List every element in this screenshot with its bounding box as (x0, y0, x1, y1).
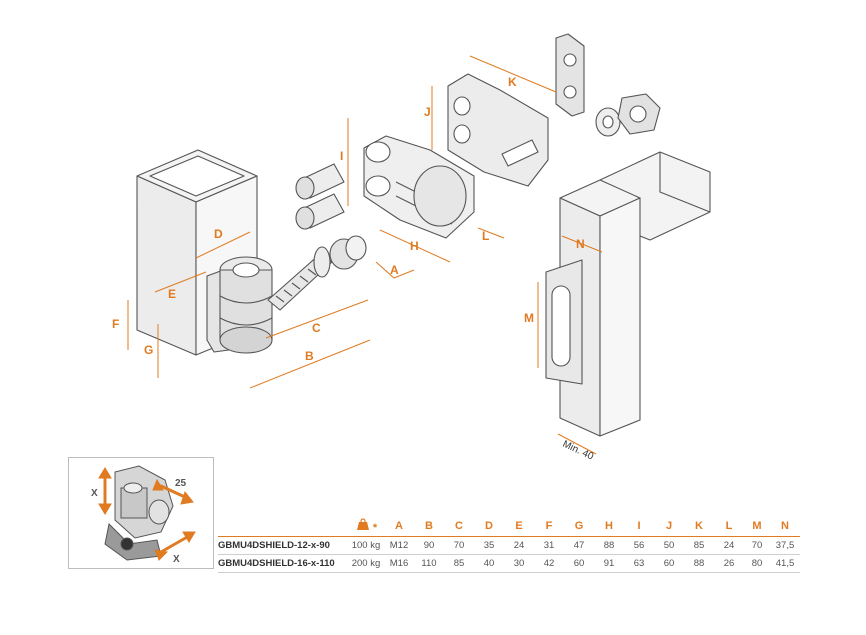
inset-x-top: X (91, 488, 98, 499)
load-asterisk: * (372, 522, 378, 534)
gate-weld-plate (545, 259, 583, 385)
hex-nut-washer (595, 93, 661, 137)
dimension-labels: A B C D E F G H I J K L M N Min. 40 (112, 75, 595, 463)
hinge-knuckle (219, 256, 273, 354)
dim-label-b: B (305, 349, 314, 363)
col-header-k: K (695, 520, 703, 532)
table-row: GBMU4DSHIELD-12-x-90 100 kg M12 90 70 35… (218, 536, 800, 555)
dim-label-i: I (340, 149, 343, 163)
min-note: Min. 40 (561, 439, 596, 463)
weight-icon (356, 518, 369, 530)
cell-j: 60 (654, 554, 684, 573)
dim-label-l: L (482, 229, 489, 243)
spec-header-row: * A B C D E F G H I J K L M N (218, 518, 800, 537)
cell-a: M16 (384, 554, 414, 573)
upper-bracket (447, 73, 549, 187)
cell-g: 60 (564, 554, 594, 573)
bolt-washer-nut (313, 235, 367, 278)
cell-b: 90 (414, 536, 444, 555)
cell-c: 85 (444, 554, 474, 573)
col-header-a: A (395, 520, 403, 532)
dim-label-h: H (410, 239, 419, 253)
dim-label-d: D (214, 227, 223, 241)
adjustment-illustration: X 25 X (91, 465, 196, 565)
dimension-lines (127, 55, 603, 455)
load-value: 100 kg (348, 536, 384, 555)
cell-d: 40 (474, 554, 504, 573)
load-header: * (348, 518, 384, 537)
col-header-b: B (425, 520, 433, 532)
cell-k: 88 (684, 554, 714, 573)
cell-m: 70 (744, 536, 770, 555)
cell-m: 80 (744, 554, 770, 573)
cell-l: 26 (714, 554, 744, 573)
cell-n: 37,5 (770, 536, 800, 555)
model-name: GBMU4DSHIELD-16-x-110 (218, 554, 348, 573)
col-header-h: H (605, 520, 613, 532)
mounting-plate (363, 135, 475, 239)
inset-x-bottom: X (173, 554, 180, 565)
col-header-e: E (515, 520, 523, 532)
col-header-n: N (781, 520, 789, 532)
slot-nut-block (555, 33, 585, 117)
dim-label-k: K (508, 75, 517, 89)
dim-label-m: M (524, 311, 534, 325)
spec-table: * A B C D E F G H I J K L M N GBMU4DSHIE… (218, 518, 800, 573)
model-header (218, 518, 348, 537)
cell-j: 50 (654, 536, 684, 555)
col-header-d: D (485, 520, 493, 532)
col-header-m: M (752, 520, 762, 532)
cell-c: 70 (444, 536, 474, 555)
cell-e: 24 (504, 536, 534, 555)
cell-n: 41,5 (770, 554, 800, 573)
col-header-j: J (665, 520, 673, 532)
col-header-f: F (545, 520, 553, 532)
cell-e: 30 (504, 554, 534, 573)
adjustment-inset: X 25 X (68, 457, 214, 569)
col-header-c: C (455, 520, 463, 532)
cell-h: 88 (594, 536, 624, 555)
col-header-l: L (725, 520, 733, 532)
cell-f: 31 (534, 536, 564, 555)
screws (295, 163, 345, 230)
cell-g: 47 (564, 536, 594, 555)
cell-h: 91 (594, 554, 624, 573)
dim-label-a: A (390, 263, 399, 277)
cell-i: 63 (624, 554, 654, 573)
table-row: GBMU4DSHIELD-16-x-110 200 kg M16 110 85 … (218, 554, 800, 573)
dim-label-f: F (112, 317, 119, 331)
col-header-g: G (574, 520, 584, 532)
cell-a: M12 (384, 536, 414, 555)
cell-b: 110 (414, 554, 444, 573)
dim-label-c: C (312, 321, 321, 335)
col-header-i: I (637, 520, 641, 532)
cell-l: 24 (714, 536, 744, 555)
dim-label-e: E (168, 287, 176, 301)
model-name: GBMU4DSHIELD-12-x-90 (218, 536, 348, 555)
load-value: 200 kg (348, 554, 384, 573)
cell-f: 42 (534, 554, 564, 573)
cell-i: 56 (624, 536, 654, 555)
dim-label-g: G (144, 343, 153, 357)
inset-angle: 25 (175, 478, 187, 489)
cell-k: 85 (684, 536, 714, 555)
cell-d: 35 (474, 536, 504, 555)
dim-label-n: N (576, 237, 585, 251)
dim-label-j: J (424, 105, 431, 119)
